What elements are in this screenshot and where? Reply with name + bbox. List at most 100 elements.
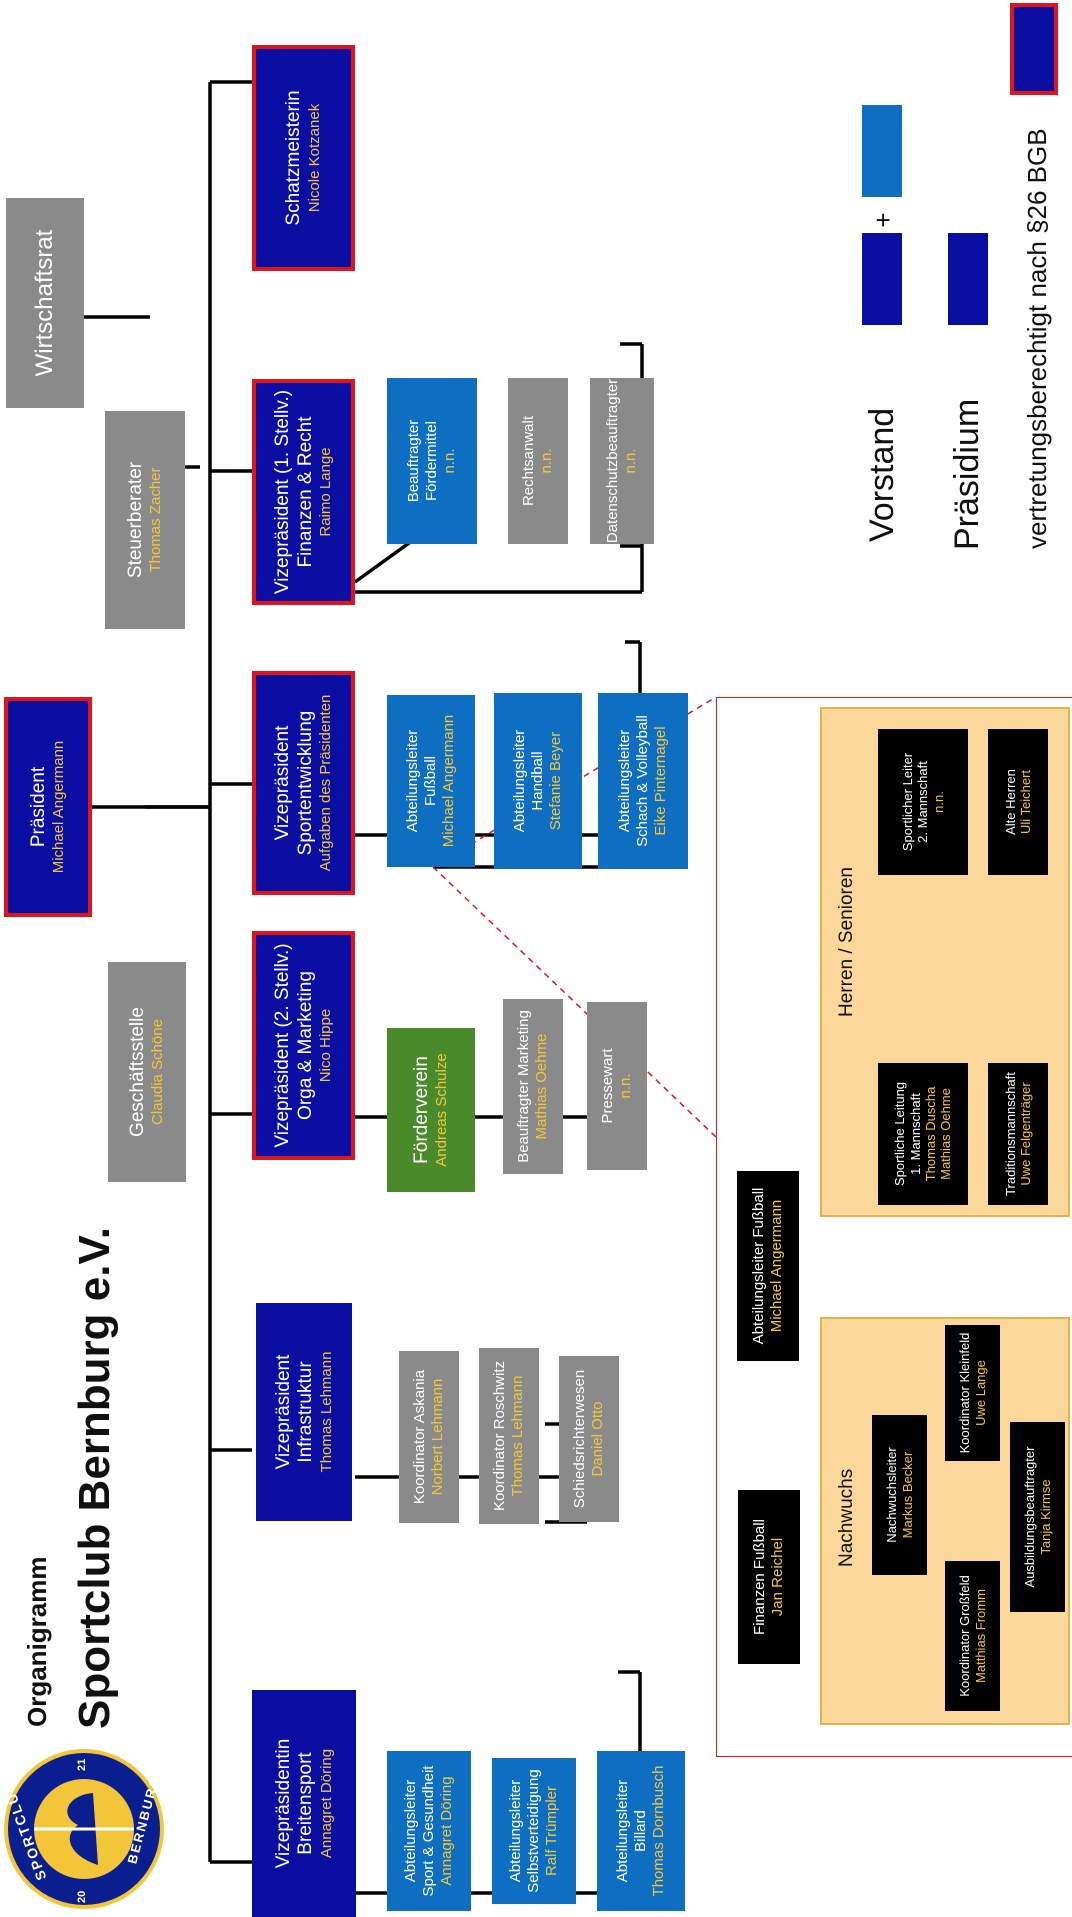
ausbildung-l1: Ausbildungsbeauftragter: [1022, 1446, 1038, 1588]
vp-sport-name: Aufgaben des Präsidenten: [317, 694, 335, 872]
abt-handball-l2: Handball: [529, 751, 547, 811]
box-rechtsanwalt: Rechtsanwalt n.n.: [508, 378, 568, 544]
nachwuchsleiter-name: Markus Becker: [899, 1451, 915, 1539]
nachwuchsleiter-l1: Nachwuchsleiter: [884, 1447, 900, 1543]
alte-herren-l1: Alte Herren: [1002, 769, 1018, 835]
box-finanzen-fussball: Finanzen Fußball Jan Reichel: [738, 1490, 800, 1664]
koord-grossfeld-name: Matthias Fromm: [972, 1589, 988, 1683]
praesident-name: Michael Angermann: [50, 740, 68, 874]
marketing-l1: Beauftragter Marketing: [515, 1010, 533, 1163]
box-vp-sport: Vizepräsident Sportentwicklung Aufgaben …: [252, 671, 355, 895]
legend-vorstand-label: Vorstand: [863, 407, 901, 542]
vp-sport-l1: Vizepräsident: [272, 725, 294, 841]
page-subtitle: Organigramm: [22, 1556, 52, 1728]
box-vp-breitensport: Vizepräsidentin Breitensport Annagret Dö…: [252, 1690, 356, 1917]
box-abteilungsleiter-fussball: Abteilungsleiter Fußball Michael Angerma…: [737, 1171, 799, 1361]
foerdermittel-name: n.n.: [440, 448, 458, 474]
abt-fussball-l1: Abteilungsleiter: [404, 729, 422, 833]
box-nachwuchsleiter: Nachwuchsleiter Markus Becker: [872, 1415, 927, 1575]
box-sportliche-leitung: Sportliche Leitung 1. Mannschaft Thomas …: [878, 1063, 968, 1205]
marketing-name: Mathias Oehme: [533, 1033, 550, 1140]
steuerberater-title: Steuerberater: [124, 461, 146, 579]
box-abt-handball: Abteilungsleiter Handball Stefanie Beyer: [494, 693, 582, 869]
datenschutz-name: n.n.: [622, 448, 639, 474]
abt-sport-gesundheit-name: Annagret Döring: [437, 1776, 455, 1886]
koord-kleinfeld-name: Uwe Lange: [972, 1360, 988, 1426]
alte-herren-name: Uli Teichert: [1018, 769, 1033, 835]
pressewart-name: n.n.: [617, 1073, 634, 1099]
rechtsanwalt-name: n.n.: [538, 448, 555, 474]
pressewart-l1: Pressewart: [599, 1048, 617, 1124]
box-sportlicher-leiter-2: Sportlicher Leiter 2. Mannschaft n.n.: [878, 729, 968, 875]
abt-selbstverteidigung-l1: Abteilungsleiter: [507, 1779, 525, 1883]
box-foerderverein: Förderverein Andreas Schulze: [387, 1028, 475, 1192]
box-abt-sport-gesundheit: Abteilungsleiter Sport & Gesundheit Anna…: [387, 1751, 471, 1911]
vp-orga-l2: Orga & Marketing: [294, 971, 316, 1120]
legend-vorstand-swatch: [862, 233, 902, 325]
box-koord-roschwitz: Koordinator Roschwitz Thomas Lehmann: [479, 1348, 539, 1524]
foerderverein-name: Andreas Schulze: [433, 1053, 451, 1167]
koord-roschwitz-l1: Koordinator Roschwitz: [491, 1360, 509, 1512]
box-schiedsrichterwesen: Schiedsrichterwesen Daniel Otto: [559, 1356, 619, 1522]
abteilungsleiter-fussball-name: Michael Angermann: [768, 1199, 785, 1333]
ausbildung-name: Tanja Kirmse: [1037, 1479, 1053, 1555]
koord-kleinfeld-l1: Koordinator Kleinfeld: [957, 1332, 973, 1454]
herren-title: Herren / Senioren: [836, 867, 857, 1017]
leitung1-l1: Sportliche Leitung: [892, 1081, 908, 1187]
geschaeftsstelle-title: Geschäftsstelle: [126, 1007, 148, 1137]
koord-askania-name: Norbert Lehmann: [429, 1378, 446, 1496]
abt-schach-l2: Schach & Volleyball: [634, 715, 652, 847]
legend-vertretung-swatch: [1010, 3, 1058, 95]
abt-selbstverteidigung-l2: Selbstverteidigung: [525, 1769, 543, 1893]
vp-infrastruktur-name: Thomas Lehmann: [317, 1351, 335, 1473]
box-geschaeftsstelle: Geschäftsstelle Claudia Schöne: [108, 962, 186, 1182]
vp-sport-l2: Sportentwicklung: [294, 710, 316, 856]
box-abt-selbstverteidigung: Abteilungsleiter Selbstverteidigung Ralf…: [492, 1758, 576, 1904]
abt-selbstverteidigung-name: Ralf Trümpler: [542, 1785, 560, 1877]
leitung1-name2: Mathias Oehme: [938, 1088, 954, 1180]
vp-infrastruktur-l2: Infrastruktur: [295, 1361, 317, 1463]
koord-grossfeld-l1: Koordinator Großfeld: [957, 1575, 973, 1697]
club-logo: SPORTCLUB BERNBURG 20 21: [0, 1749, 164, 1909]
finanzen-fussball-l1: Finanzen Fußball: [751, 1519, 769, 1635]
praesident-title: Präsident: [27, 766, 49, 848]
schatzmeisterin-name: Nicole Kotzanek: [305, 103, 323, 213]
abt-fussball-name: Michael Angermann: [439, 714, 457, 848]
abt-billard-name: Thomas Dornbusch: [649, 1765, 667, 1897]
legend-plus: +: [868, 212, 898, 228]
geschaeftsstelle-name: Claudia Schöne: [149, 1019, 167, 1125]
box-beauftragter-marketing: Beauftragter Marketing Mathias Oehme: [503, 999, 563, 1174]
leiter2-l1: Sportlicher Leiter: [900, 752, 915, 852]
abt-sport-gesundheit-l1: Abteilungsleiter: [402, 1779, 420, 1883]
box-pressewart: Pressewart n.n.: [587, 1002, 647, 1170]
schatzmeisterin-title: Schatzmeisterin: [283, 90, 305, 226]
abt-fussball-l2: Fußball: [422, 755, 440, 807]
vp-infrastruktur-l1: Vizepräsident: [272, 1354, 294, 1470]
foerdermittel-l1: Beauftragter: [405, 419, 423, 503]
legend-vertretung-label: vertretungsberechtigt nach §26 BGB: [1022, 128, 1052, 549]
leiter2-l2: 2. Mannschaft: [915, 761, 931, 843]
box-vp-finanzen: Vizepräsident (1. Stellv.) Finanzen & Re…: [252, 379, 355, 605]
abt-handball-name: Stefanie Beyer: [546, 731, 564, 831]
box-koord-askania: Koordinator Askania Norbert Lehmann: [399, 1351, 459, 1523]
abt-schach-name: Eike Pinternagel: [651, 726, 669, 836]
legend-praesidium-label: Präsidium: [948, 398, 986, 550]
tradition-l1: Traditionsmannschaft: [1002, 1072, 1018, 1196]
leiter2-name: n.n.: [930, 791, 946, 813]
box-alte-herren: Alte Herren Uli Teichert: [988, 729, 1048, 875]
vp-finanzen-name: Raimo Lange: [317, 447, 335, 537]
box-schatzmeisterin: Schatzmeisterin Nicole Kotzanek: [252, 45, 355, 271]
box-abt-schach-volleyball: Abteilungsleiter Schach & Volleyball Eik…: [598, 693, 688, 869]
box-beauftragter-foerdermittel: Beauftragter Fördermittel n.n.: [387, 378, 477, 544]
box-wirtschaftsrat: Wirtschaftsrat: [6, 198, 84, 408]
legend-vorstand-swatch-2: [862, 105, 902, 197]
box-ausbildungsbeauftragter: Ausbildungsbeauftragter Tanja Kirmse: [1010, 1422, 1065, 1612]
koord-askania-l1: Koordinator Askania: [411, 1369, 429, 1505]
vp-breitensport-l2: Breitensport: [295, 1752, 317, 1855]
schiedsrichterwesen-l1: Schiedsrichterwesen: [571, 1369, 589, 1509]
box-vp-infrastruktur: Vizepräsident Infrastruktur Thomas Lehma…: [256, 1303, 352, 1521]
steuerberater-name: Thomas Zacher: [147, 467, 165, 573]
box-abt-billard: Abteilungsleiter Billard Thomas Dornbusc…: [597, 1751, 685, 1911]
abt-billard-l2: Billard: [632, 1810, 650, 1852]
